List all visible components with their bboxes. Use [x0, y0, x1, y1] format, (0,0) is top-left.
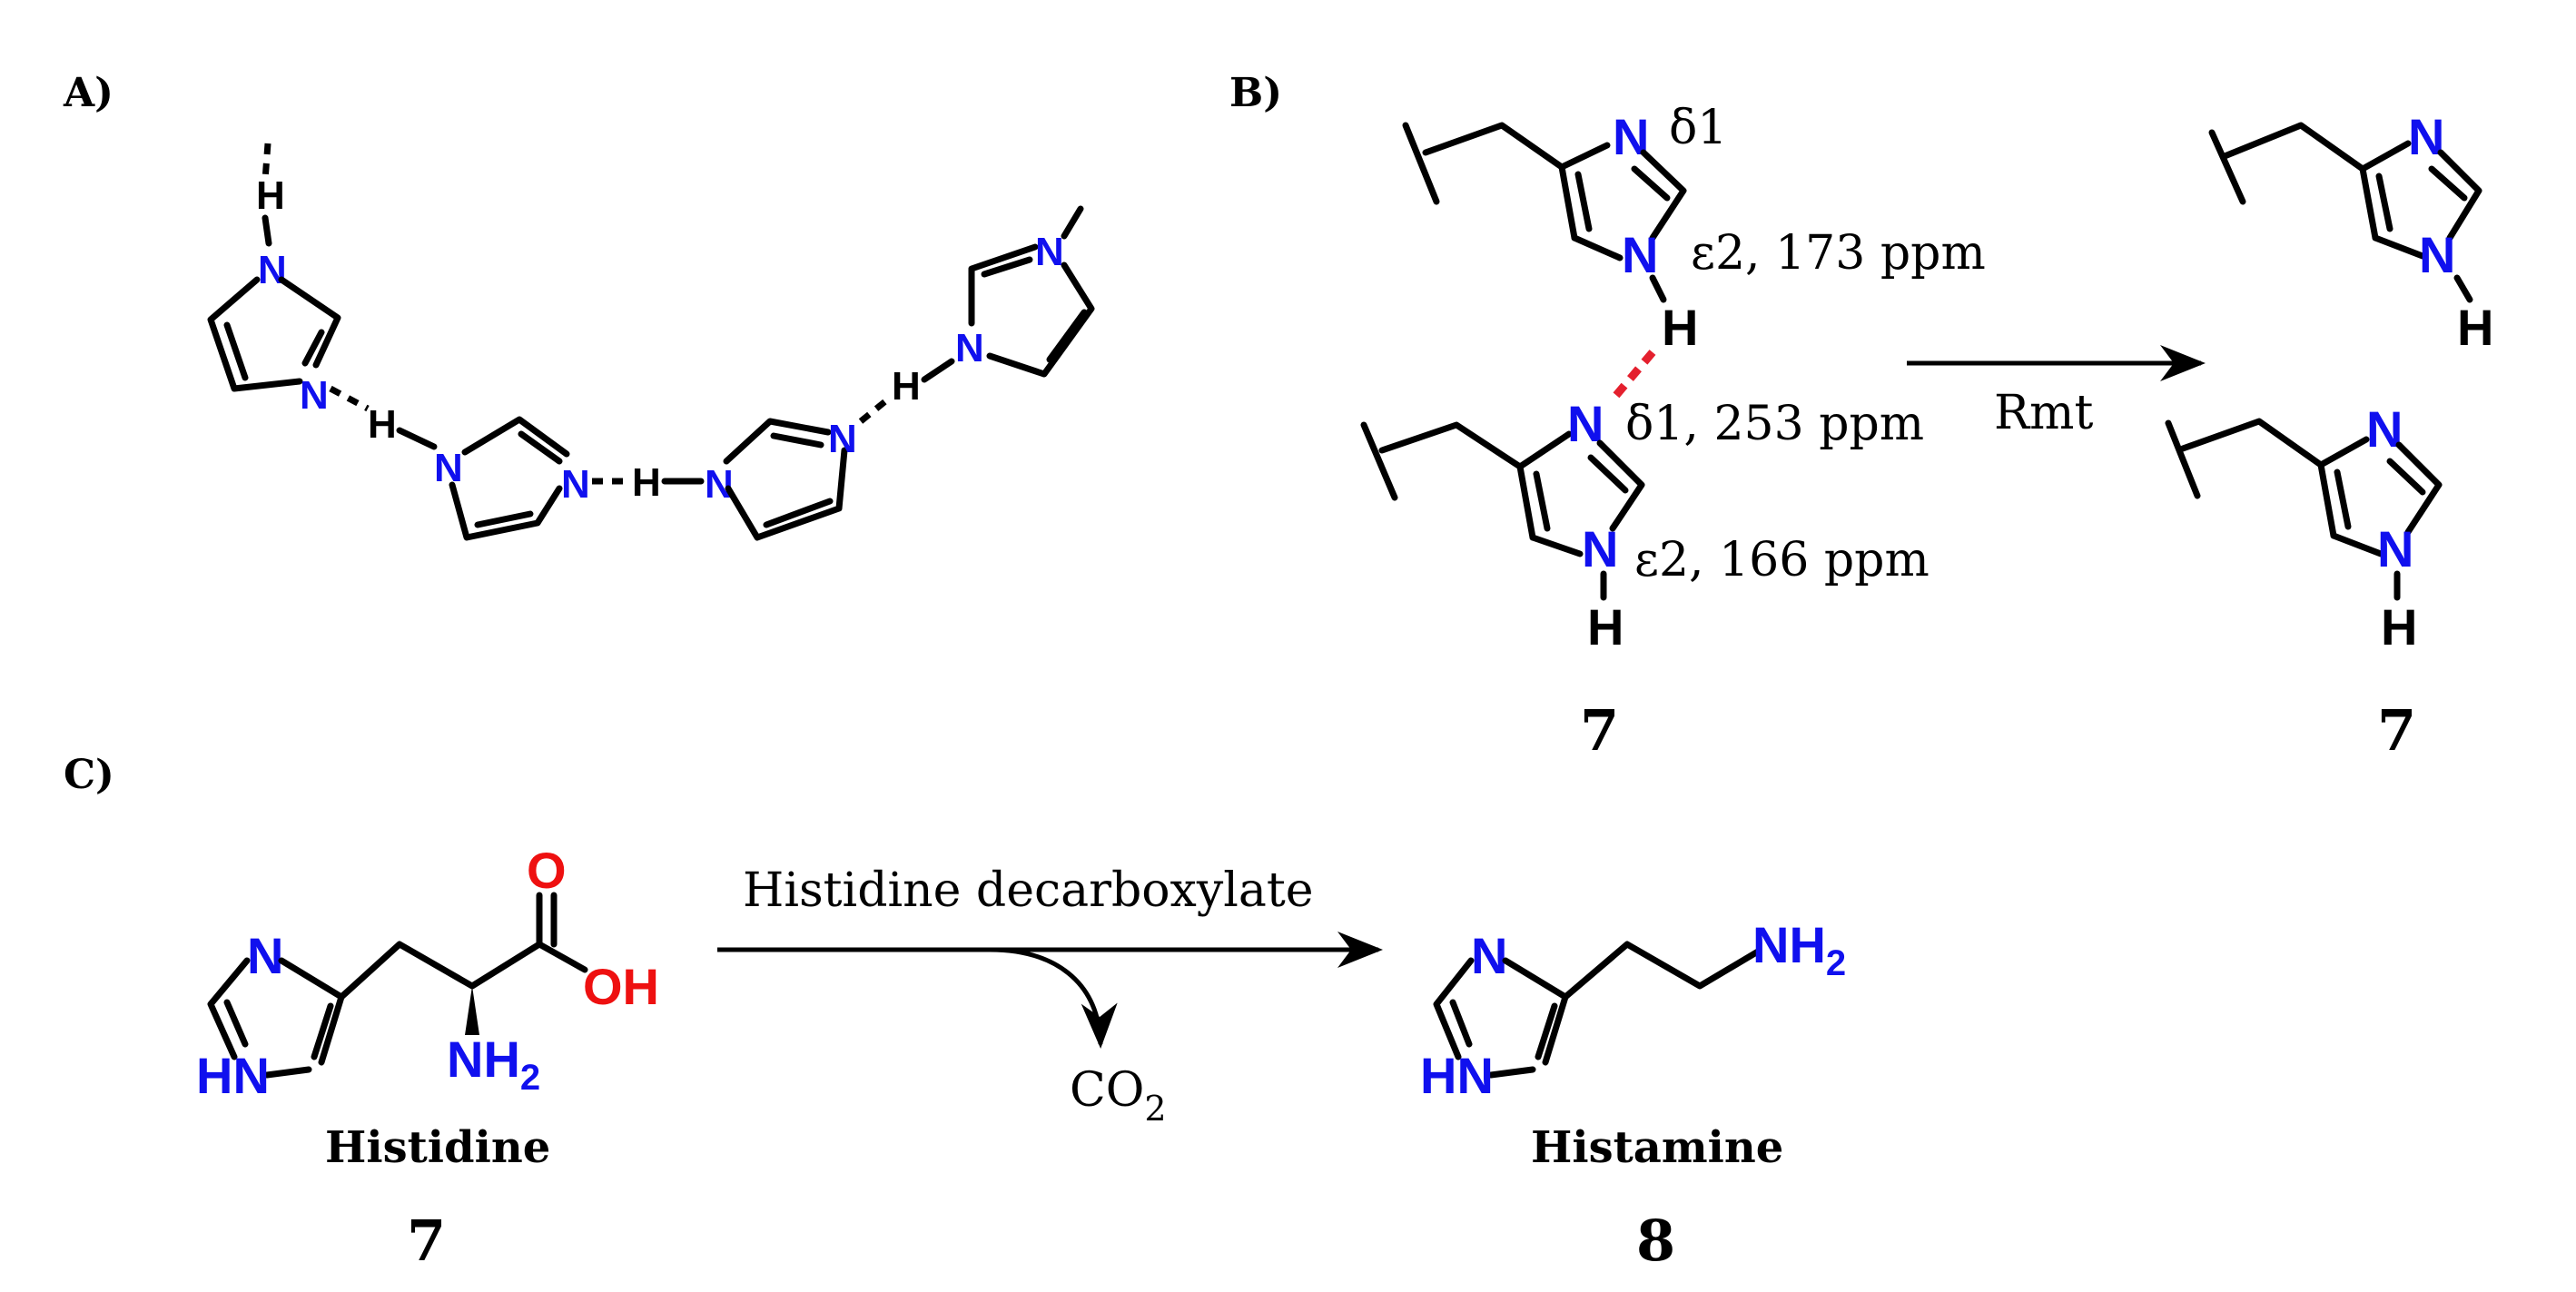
compound-number-left: 7 [1580, 697, 1619, 764]
atom-n: N [2419, 226, 2455, 283]
atom-n: N [258, 248, 287, 292]
label-histidine-decarboxylate: Histidine decarboxylate [743, 863, 1314, 918]
atom-h: H [1587, 598, 1624, 656]
atom-n: N [828, 417, 857, 461]
atom-n: N [300, 373, 329, 418]
label-eps2-173: ε2, 173 ppm [1691, 226, 1986, 281]
atom-h: H [632, 460, 661, 505]
histidine-sidechain-right-top: N N H [2208, 108, 2493, 356]
atom-n: N [955, 326, 984, 370]
imidazole-ring-2: N N [434, 416, 590, 541]
label-histamine: Histamine [1531, 1122, 1783, 1173]
compound-number-histidine: 7 [407, 1208, 446, 1274]
atom-n: N [247, 927, 283, 984]
imidazole-ring-3: N N [705, 417, 857, 541]
atom-oh: OH [583, 958, 659, 1015]
histidine-sidechain-top: N N H δ1 ε2, 173 ppm [1402, 101, 1986, 356]
panel-label-b: B) [1229, 70, 1282, 116]
label-co2: CO2 [1070, 1063, 1167, 1129]
atom-o-carbonyl: O [527, 842, 567, 899]
panel-label-c: C) [64, 752, 114, 798]
histidine-structure: N HN O OH NH2 [196, 842, 659, 1104]
atom-n: N [561, 462, 590, 507]
atom-h: H [2457, 299, 2493, 356]
label-eps2-166: ε2, 166 ppm [1634, 533, 1930, 587]
atom-nh2: NH2 [447, 1031, 540, 1098]
atom-h: H [368, 402, 397, 447]
atom-h: H [892, 364, 921, 409]
histidine-sidechain-right-bottom: N N H [2165, 400, 2443, 656]
highlighted-hydrogen-bond [1609, 350, 1656, 402]
atom-h: H [2381, 598, 2417, 656]
compound-number-right: 7 [2377, 697, 2416, 764]
atom-h: H [256, 173, 285, 218]
atom-n: N [2377, 520, 2413, 577]
atom-n: N [2366, 400, 2403, 458]
atom-n-eps2: N [1622, 226, 1658, 283]
label-delta1-253: δ1, 253 ppm [1625, 397, 1924, 451]
atom-n: N [1035, 230, 1064, 274]
atom-n-eps2: N [1582, 520, 1618, 577]
atom-nh-ring: HN [196, 1047, 270, 1104]
label-delta1-top: δ1 [1669, 101, 1727, 155]
atom-nh-ring: HN [1420, 1047, 1494, 1104]
co2-release-arrow [989, 947, 1118, 1049]
imidazole-ring-4: N N [955, 205, 1095, 378]
label-rmt: Rmt [1994, 386, 2093, 440]
atom-n: N [434, 446, 463, 490]
atom-n: N [1471, 927, 1507, 984]
label-histidine: Histidine [325, 1122, 550, 1173]
compound-number-histamine: 8 [1636, 1208, 1675, 1274]
panel-label-a: A) [63, 70, 114, 116]
atom-n: N [705, 462, 734, 507]
imidazole-chain: H N N H N N H N [207, 143, 1095, 541]
imidazole-ring-1: H N N [207, 143, 341, 418]
atom-h: H [1662, 299, 1698, 356]
histamine-structure: N HN NH2 [1420, 916, 1846, 1104]
histidine-sidechain-bottom: N N H δ1, 253 ppm ε2, 166 ppm [1360, 395, 1930, 656]
atom-n: N [2408, 108, 2444, 165]
atom-nh2: NH2 [1752, 916, 1846, 983]
